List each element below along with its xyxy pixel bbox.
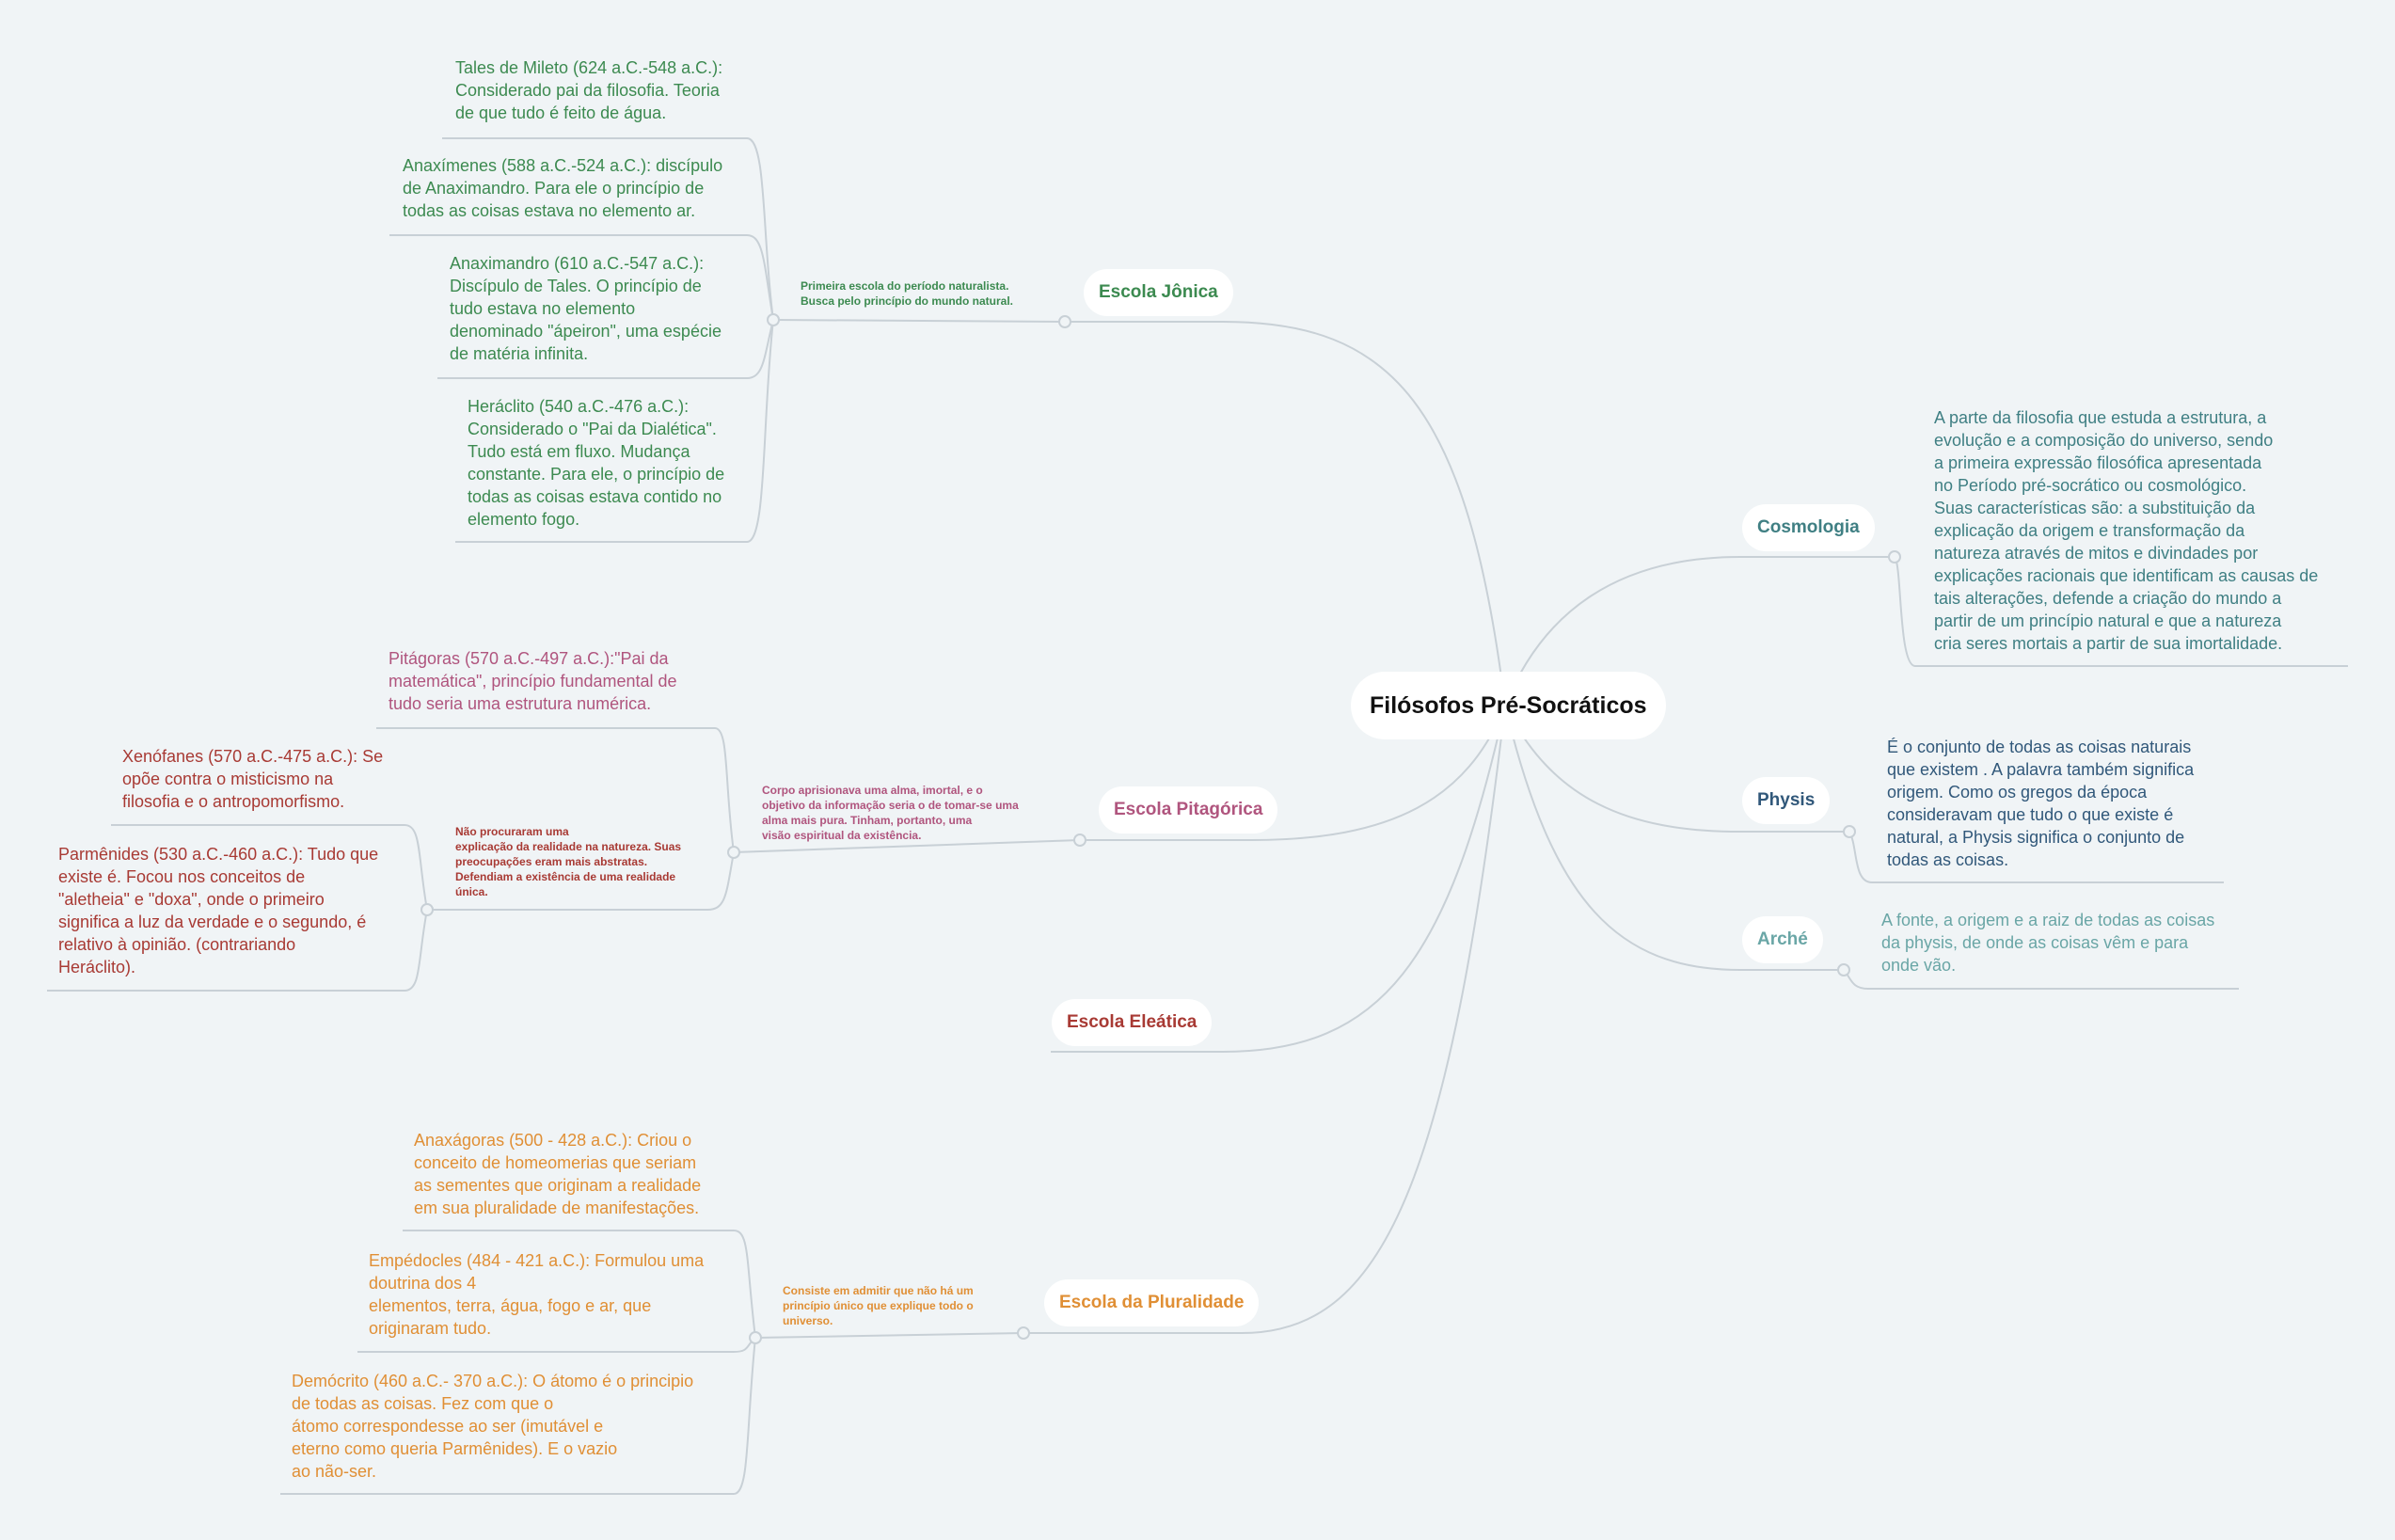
junction-jonica-items [767,313,780,326]
link-pit-sub [427,851,735,911]
cosmologia-text[interactable]: A parte da filosofia que estuda a estrut… [1934,408,2319,653]
pluralidade-item-democrito[interactable]: Demócrito (460 a.C.- 370 a.C.): O átomo … [292,1372,694,1481]
junction-cosmologia [1888,550,1901,564]
pluralidade-summary[interactable]: Consiste em admitir que não há um princí… [783,1284,974,1327]
junction-plural-items [749,1331,762,1344]
link-root-arche [1504,705,1844,971]
link-sub-parmenides [47,909,428,992]
link-sub-xenofanes [111,824,428,911]
physis-text[interactable]: É o conjunto de todas as coisas naturais… [1887,738,2195,869]
jonica-summary[interactable]: Primeira escola do período naturalista. … [801,279,1014,308]
sub-item-xenofanes[interactable]: Xenófanes (570 a.C.-475 a.C.): Se opõe c… [122,747,384,811]
arche-text[interactable]: A fonte, a origem e a raiz de todas as c… [1881,911,2215,975]
link-jonica-anaximenes [389,234,774,321]
link-jonica-heraclito [455,319,774,543]
jonica-item-anaximandro[interactable]: Anaximandro (610 a.C.-547 a.C.): Discípu… [450,254,722,363]
link-jonica-summary [772,319,1066,323]
junction-pit-sub [420,903,434,916]
junction-pit-items [727,846,740,859]
pitagorica-sub-summary[interactable]: Não procuraram uma explicação da realida… [455,825,682,898]
link-root-cosmologia [1504,556,1895,706]
topic-escola-pluralidade[interactable]: Escola da Pluralidade [1044,1279,1260,1326]
link-plural-empedocles [357,1337,756,1353]
sub-item-parmenides[interactable]: Parmênides (530 a.C.-460 a.C.): Tudo que… [58,845,379,976]
topic-escola-jonica[interactable]: Escola Jônica [1084,269,1233,316]
link-root-pitagorica [1080,705,1506,841]
pluralidade-item-empedocles[interactable]: Empédocles (484 - 421 a.C.): Formulou um… [369,1251,705,1338]
topic-cosmologia[interactable]: Cosmologia [1742,504,1875,551]
junction-pluralidade [1017,1326,1030,1340]
link-jonica-anaximandro [437,319,774,379]
junction-physis [1843,825,1856,838]
jonica-item-heraclito[interactable]: Heráclito (540 a.C.-476 a.C.): Considera… [468,397,725,529]
link-plural-democrito [280,1337,756,1495]
link-root-jonica [1065,321,1506,706]
link-root-pluralidade [1023,705,1506,1334]
link-pit-summary [733,839,1081,853]
topic-physis[interactable]: Physis [1742,777,1831,824]
link-cosmologia-text [1894,556,2348,667]
pluralidade-item-anaxagoras[interactable]: Anaxágoras (500 - 428 a.C.): Criou o con… [414,1131,702,1217]
junction-pitagorica [1073,834,1086,847]
topic-arche[interactable]: Arché [1742,916,1823,963]
pitagorica-summary[interactable]: Corpo aprisionava uma alma, imortal, e o… [762,784,1019,842]
pitagorica-item-pitagoras[interactable]: Pitágoras (570 a.C.-497 a.C.):"Pai da ma… [389,649,677,713]
link-plural-summary [754,1332,1024,1339]
junction-jonica [1058,315,1071,328]
link-root-eleatica [1051,705,1506,1053]
link-root-physis [1504,705,1849,833]
jonica-item-tales[interactable]: Tales de Mileto (624 a.C.-548 a.C.): Con… [455,58,723,122]
link-pit-pitagoras [376,727,735,853]
root-topic[interactable]: Filósofos Pré-Socráticos [1351,672,1666,739]
link-plural-anaxagoras [403,1230,756,1339]
junction-arche [1837,963,1850,976]
jonica-item-anaximenes[interactable]: Anaxímenes (588 a.C.-524 a.C.): discípul… [403,156,723,220]
link-jonica-tales [442,137,774,321]
topic-escola-pitagorica[interactable]: Escola Pitagórica [1099,786,1278,834]
topic-escola-eleatica[interactable]: Escola Eleática [1052,999,1213,1046]
